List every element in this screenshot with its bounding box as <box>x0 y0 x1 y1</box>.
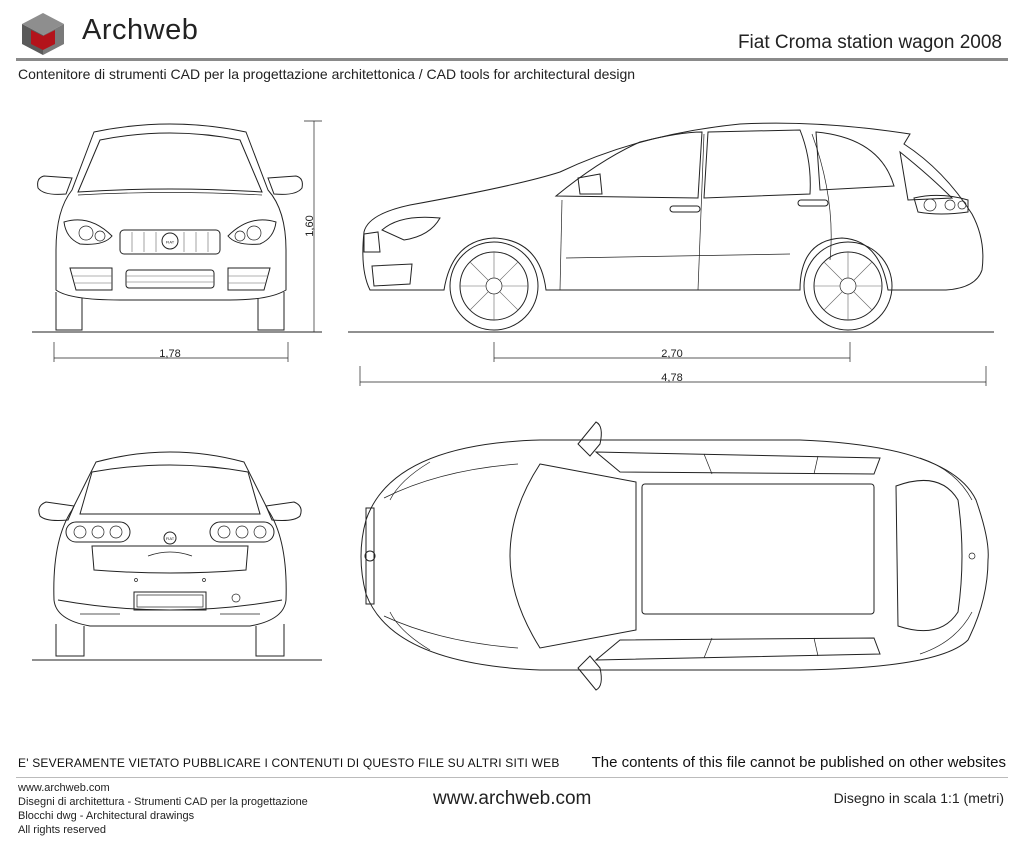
page-subtitle: Contenitore di strumenti CAD per la prog… <box>18 66 636 82</box>
archweb-logo-icon <box>22 13 64 55</box>
brand-name: Archweb <box>82 14 199 46</box>
page-title: Fiat Croma station wagon 2008 <box>737 32 1002 53</box>
length-dimension-label: 4,78 <box>661 372 682 384</box>
wheelbase-dimension-label: 2,70 <box>661 348 682 360</box>
footer-line: All rights reserved <box>18 824 107 836</box>
footer-line: Blocchi dwg - Architectural drawings <box>18 810 195 822</box>
footer-line: Disegni di architettura - Strumenti CAD … <box>18 796 308 808</box>
scale-note: Disegno in scala 1:1 (metri) <box>833 790 1004 806</box>
height-dimension-label: 1,60 <box>304 215 316 236</box>
footer-line: www.archweb.com <box>18 782 110 794</box>
dimension-wheelbase <box>493 342 851 362</box>
front-view <box>32 120 322 333</box>
footer-divider <box>16 777 1008 778</box>
grille-badge-label: FIAT <box>166 240 175 245</box>
dimension-length <box>359 366 987 386</box>
dimension-width <box>53 342 289 362</box>
header-divider <box>16 58 1008 61</box>
footer-website-link[interactable]: www.archweb.com <box>433 788 592 809</box>
copyright-notice-english: The contents of this file cannot be publ… <box>591 754 1006 771</box>
side-view <box>348 122 994 333</box>
top-view <box>360 421 989 691</box>
rear-view <box>32 451 322 661</box>
rear-badge-label: FIAT <box>166 536 175 541</box>
copyright-notice-italian: E' SEVERAMENTE VIETATO PUBBLICARE I CONT… <box>18 756 560 770</box>
width-dimension-label: 1,78 <box>159 348 180 360</box>
